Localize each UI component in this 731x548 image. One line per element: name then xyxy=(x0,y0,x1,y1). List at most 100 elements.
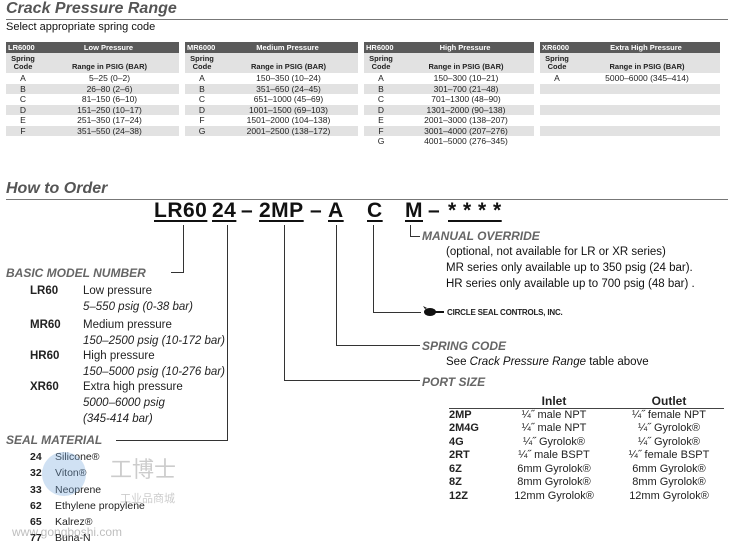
cell-range: 351–650 (24–45) xyxy=(256,83,321,94)
order-rule xyxy=(6,199,728,200)
cell-code: D xyxy=(198,104,206,115)
manual-override-label: MANUAL OVERRIDE xyxy=(422,229,540,243)
col-range: Range in PSIG (BAR) xyxy=(250,62,326,71)
seal-material-label: SEAL MATERIAL xyxy=(6,433,103,447)
connector-line xyxy=(373,225,374,313)
table-series: LR6000 xyxy=(8,43,35,52)
connector-line xyxy=(227,225,228,441)
model-range: 5–550 psig (0-38 bar) xyxy=(83,301,193,313)
basic-model-label: BASIC MODEL NUMBER xyxy=(6,266,146,280)
spring-code-note: See Crack Pressure Range table above xyxy=(446,356,649,368)
cell-code: E xyxy=(378,115,384,125)
model-range: 5000–6000 psig xyxy=(83,397,165,409)
cell-range: 3001–4000 (207–276) xyxy=(424,125,508,136)
part-code-override: M xyxy=(405,199,423,222)
model-range: 150–2500 psig (10-172 bar) xyxy=(83,335,225,347)
col-inlet: Inlet xyxy=(541,394,567,408)
cell-code: G xyxy=(198,125,206,136)
col-range: Range in PSIG (BAR) xyxy=(71,62,147,71)
manual-override-note: (optional, not available for LR or XR se… xyxy=(446,246,666,258)
watermark-mascot-icon xyxy=(42,452,86,496)
cell-range: 1001–1500 (69–103) xyxy=(249,104,328,115)
cell-range: 26–80 (2–6) xyxy=(86,83,133,94)
connector-line xyxy=(410,236,420,237)
cell-code: C xyxy=(377,94,385,104)
table-title: Low Pressure xyxy=(83,43,134,52)
cell-code: A xyxy=(378,73,384,83)
cell-code: B xyxy=(378,83,384,94)
company-logo-text: CIRCLE SEAL CONTROLS, INC. xyxy=(447,307,563,317)
col-range: Range in PSIG (BAR) xyxy=(428,62,504,71)
crack-pressure-subtitle: Select appropriate spring code xyxy=(6,21,156,33)
cell-range: 5–25 (0–2) xyxy=(88,73,131,83)
cell-range: 651–1000 (45–69) xyxy=(253,94,324,104)
col-spring-code: Spring Code xyxy=(11,54,35,71)
spring-code-label: SPRING CODE xyxy=(422,339,507,353)
cell-code: D xyxy=(377,104,385,115)
model-name: Medium pressure xyxy=(83,319,172,331)
model-range: 150–5000 psig (10-276 bar) xyxy=(83,366,225,378)
connector-line xyxy=(373,312,421,313)
watermark-cn: 工博士 xyxy=(110,458,177,483)
manual-override-note: HR series only available up to 700 psig … xyxy=(446,278,695,290)
table-series: XR6000 xyxy=(542,43,570,52)
connector-line xyxy=(336,225,337,346)
col-spring-code: Spring Code xyxy=(190,54,214,71)
cell-code: E xyxy=(20,115,26,125)
model-code: LR60 xyxy=(30,285,59,297)
cell-range: 4001–5000 (276–345) xyxy=(424,136,508,146)
col-outlet: Outlet xyxy=(651,394,687,408)
part-code-port: 2MP xyxy=(259,199,304,222)
cell-code: F xyxy=(20,125,26,136)
connector-line xyxy=(410,225,411,237)
cell-range: 5000–6000 (345–414) xyxy=(605,73,689,83)
cell-range: 351–550 (24–38) xyxy=(77,125,142,136)
part-code-dash: – xyxy=(428,199,441,222)
cell-code: B xyxy=(199,83,205,94)
col-range: Range in PSIG (BAR) xyxy=(609,62,685,71)
cell-range: 2001–3000 (138–207) xyxy=(424,115,508,125)
col-spring-code: Spring Code xyxy=(545,54,569,71)
model-name: Low pressure xyxy=(83,285,153,297)
cell-code: A xyxy=(20,73,26,83)
table-series: MR6000 xyxy=(187,43,216,52)
cell-range: 150–300 (10–21) xyxy=(433,73,499,83)
part-code-options: * * * * xyxy=(448,199,502,222)
cell-range: 1501–2000 (104–138) xyxy=(246,115,331,125)
part-code-logo: C xyxy=(367,199,383,222)
model-code: HR60 xyxy=(30,350,60,362)
cell-code: C xyxy=(198,94,206,104)
cell-code: D xyxy=(19,104,27,115)
connector-line xyxy=(183,225,184,273)
cell-range: 701–1300 (48–90) xyxy=(431,94,501,104)
cell-range: 151–250 (10–17) xyxy=(77,104,142,115)
manual-override-note: MR series only available up to 350 psig … xyxy=(446,262,693,274)
cell-code: A xyxy=(554,73,560,83)
cell-range: 1301–2000 (90–138) xyxy=(426,104,506,115)
model-name: Extra high pressure xyxy=(83,381,183,393)
cell-range: 150–350 (10–24) xyxy=(256,73,321,83)
how-to-order-title: How to Order xyxy=(6,180,108,197)
part-code-dash: – xyxy=(310,199,323,222)
cell-code: B xyxy=(20,83,26,94)
cell-range: 2001–2500 (138–172) xyxy=(246,125,331,136)
connector-line xyxy=(284,225,285,381)
cell-code: F xyxy=(199,115,205,125)
connector-line xyxy=(116,440,228,441)
part-code-model: LR60 xyxy=(154,199,208,222)
part-code-dash: – xyxy=(241,199,254,222)
pressure-table-extra-high: XR6000 Extra High Pressure Spring Code Ran… xyxy=(540,42,720,136)
table-title: Extra High Pressure xyxy=(610,43,682,52)
watermark-url: www.gongboshi.com xyxy=(12,525,123,539)
title-rule xyxy=(6,19,728,20)
connector-line xyxy=(171,272,184,273)
cell-code: C xyxy=(19,94,27,104)
connector-line xyxy=(336,345,420,346)
seal-logo-icon xyxy=(423,306,444,316)
model-code: MR60 xyxy=(30,319,61,331)
crack-pressure-title: Crack Pressure Range xyxy=(6,0,177,17)
table-series: HR6000 xyxy=(366,43,394,52)
company-logo: CIRCLE SEAL CONTROLS, INC. xyxy=(423,306,563,318)
